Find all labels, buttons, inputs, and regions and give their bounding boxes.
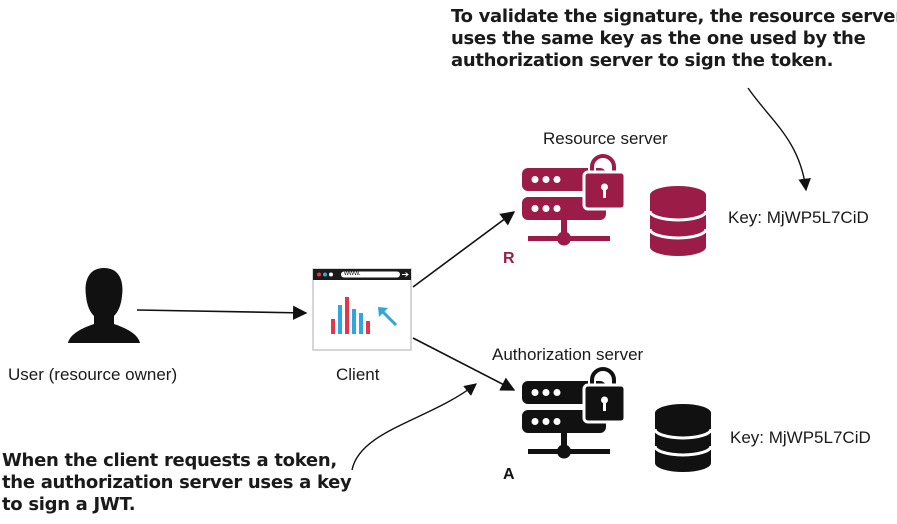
top-annotation-line: authorization server to sign the token.	[451, 50, 834, 71]
resource-database-icon	[648, 186, 708, 256]
authorization-server-badge: A	[503, 466, 515, 483]
bottom-annotation-line: the authorization server uses a key	[2, 472, 352, 493]
authorization-server-label: Authorization server	[492, 345, 644, 364]
person-icon	[68, 268, 140, 343]
top-annotation-line: uses the same key as the one used by the	[451, 28, 866, 49]
resource-server-label: Resource server	[543, 129, 668, 148]
authorization-database-icon	[653, 404, 713, 472]
authorization-server-icon	[522, 365, 627, 459]
bottom-annotation-line: to sign a JWT.	[2, 494, 136, 515]
authorization-server-key: Key: MjWP5L7CiD	[730, 428, 871, 447]
resource-server-key: Key: MjWP5L7CiD	[728, 208, 869, 227]
arrow-user-to-client	[136, 305, 308, 320]
browser-chart-icon	[312, 268, 412, 351]
top-annotation-line: To validate the signature, the resource …	[451, 6, 897, 27]
resource-server-badge: R	[503, 250, 515, 267]
resource-server-icon	[522, 152, 627, 246]
bottom-annotation-arrow	[351, 383, 477, 471]
top-annotation: To validate the signature, the resource …	[451, 6, 897, 72]
arrow-client-to-authorization-server	[412, 337, 516, 391]
bottom-annotation-line: When the client requests a token,	[2, 450, 337, 471]
arrow-client-to-resource-server	[412, 211, 516, 288]
client-label: Client	[336, 365, 380, 384]
user-label: User (resource owner)	[8, 365, 178, 384]
browser-address-text: www.	[344, 270, 361, 277]
top-annotation-arrow	[747, 87, 811, 192]
bottom-annotation: When the client requests a token, the au…	[2, 450, 352, 516]
